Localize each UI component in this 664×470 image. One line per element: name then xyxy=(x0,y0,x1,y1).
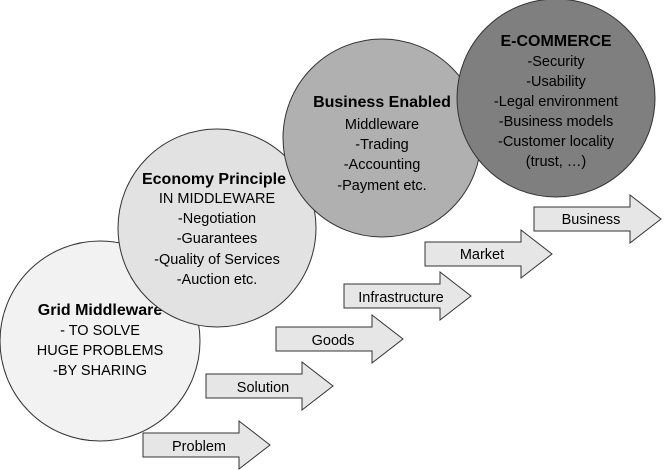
arrow-solution-label: Solution xyxy=(237,380,289,396)
arrow-business: Business xyxy=(533,193,662,245)
circle-economy-principle-line: -Negotiation xyxy=(178,211,256,227)
circle-business-enabled-line: -Trading xyxy=(355,137,408,153)
circle-business-enabled: Business Enabled Middleware -Trading -Ac… xyxy=(282,38,482,238)
arrow-infrastructure-label: Infrastructure xyxy=(358,290,443,306)
circle-business-enabled-title: Business Enabled xyxy=(313,94,451,111)
circle-business-enabled-line: -Payment etc. xyxy=(337,178,426,194)
arrow-business-label: Business xyxy=(562,212,621,228)
circle-e-commerce: E-COMMERCE -Security -Usability -Legal e… xyxy=(456,0,656,198)
circle-economy-principle-line: -Quality of Services xyxy=(154,252,280,268)
circle-grid-middleware-title: Grid Middleware xyxy=(38,302,163,319)
circle-e-commerce-line: -Customer locality xyxy=(498,134,615,150)
circle-business-enabled-line: Middleware xyxy=(345,117,419,133)
circle-e-commerce-line: -Security xyxy=(527,54,585,70)
arrow-solution-shape xyxy=(205,360,334,412)
circle-grid-middleware-line: - TO SOLVE xyxy=(60,323,140,339)
arrow-market-shape xyxy=(424,228,553,280)
arrow-goods-shape xyxy=(275,313,404,365)
arrow-business-shape xyxy=(533,193,662,245)
circle-economy-principle: Economy Principle IN MIDDLEWARE -Negotia… xyxy=(117,128,317,328)
circle-e-commerce-line: -Legal environment xyxy=(494,94,618,110)
arrow-infrastructure: Infrastructure xyxy=(343,270,472,322)
arrow-infrastructure-shape xyxy=(343,270,472,322)
arrow-goods: Goods xyxy=(275,313,404,365)
circle-economy-principle-line: IN MIDDLEWARE xyxy=(159,191,276,207)
arrow-goods-label: Goods xyxy=(312,333,355,349)
circle-e-commerce-title: E-COMMERCE xyxy=(500,33,611,50)
arrow-problem-label: Problem xyxy=(172,439,226,455)
arrow-market-label: Market xyxy=(460,247,504,263)
circle-economy-principle-line: -Guarantees xyxy=(177,231,258,247)
arrow-market: Market xyxy=(424,228,553,280)
circle-grid-middleware-line: -BY SHARING xyxy=(53,363,147,379)
circle-e-commerce-line: -Business models xyxy=(499,114,613,130)
circle-grid-middleware-line: HUGE PROBLEMS xyxy=(37,343,164,359)
circle-economy-principle-line: -Auction etc. xyxy=(177,272,258,288)
circle-e-commerce-line: -Usability xyxy=(526,74,586,90)
arrow-solution: Solution xyxy=(205,360,334,412)
circle-business-enabled-line: -Accounting xyxy=(344,157,421,173)
arrow-problem: Problem xyxy=(142,419,271,470)
circle-economy-principle-title: Economy Principle xyxy=(142,171,286,188)
circle-economy-principle-shape xyxy=(117,128,317,328)
circle-e-commerce-shape xyxy=(456,0,656,198)
circle-e-commerce-line: (trust, …) xyxy=(526,154,586,170)
arrow-problem-shape xyxy=(142,419,271,470)
